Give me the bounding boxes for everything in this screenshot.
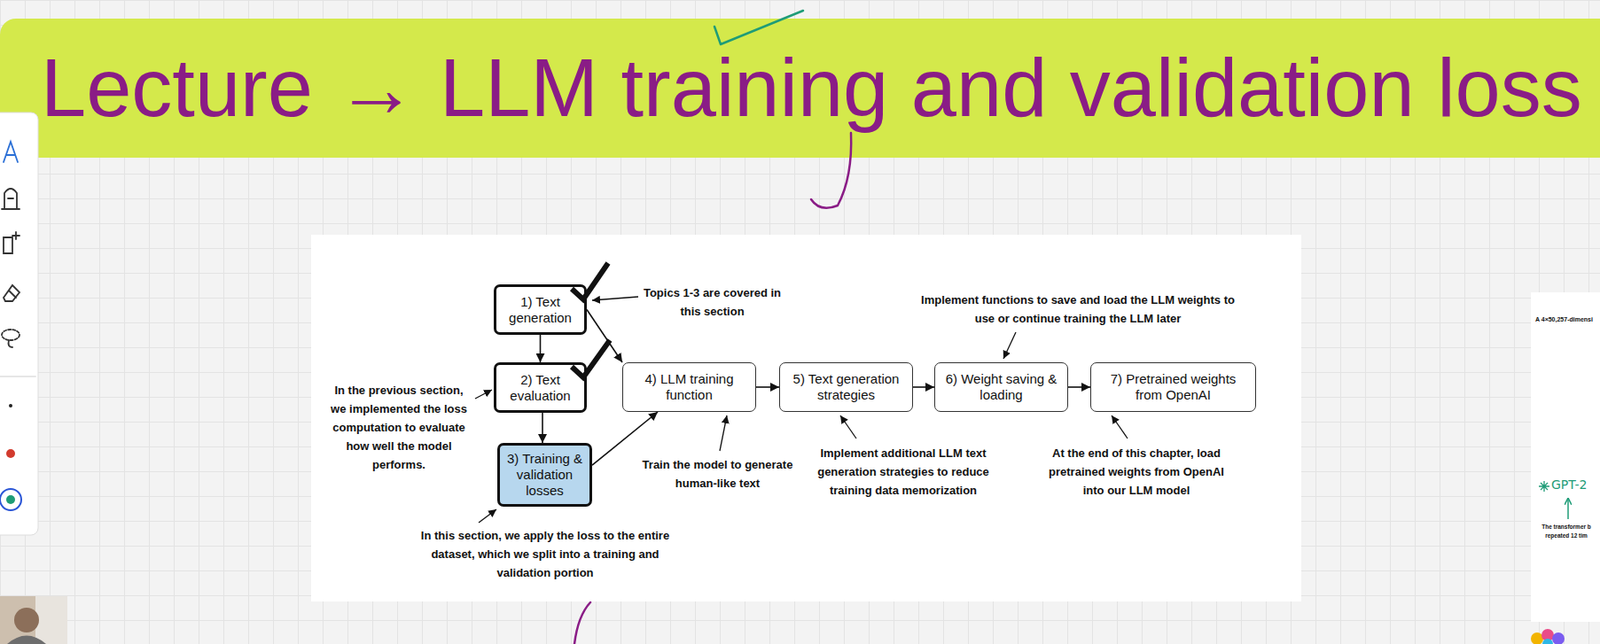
toolbar	[0, 112, 39, 536]
process-box: 5) Text generation strategies	[779, 362, 914, 413]
box-label: 6) Weight saving & loading	[940, 371, 1062, 404]
hand-check	[714, 10, 804, 45]
side-panel	[1530, 292, 1600, 623]
annotation: Topics 1-3 are covered in this section	[634, 283, 790, 321]
process-box: 1) Text generation	[493, 284, 587, 336]
side-note: GPT-2	[1551, 476, 1596, 493]
box-label: 7) Pretrained weights from OpenAI	[1096, 371, 1250, 404]
box-label: 2) Text evaluation	[501, 372, 579, 405]
side-note: The transformer b	[1532, 522, 1600, 531]
box-label: 5) Text generation strategies	[785, 371, 907, 404]
logo	[1530, 629, 1565, 644]
flow-arrow	[1068, 386, 1091, 389]
title-banner	[0, 18, 1600, 158]
done-check	[571, 263, 609, 300]
diagram-panel	[311, 234, 1302, 602]
process-box: 7) Pretrained weights from OpenAI	[1090, 362, 1257, 413]
flow-arrow	[913, 386, 935, 389]
box-label: 3) Training & validation losses	[505, 451, 585, 500]
side-note: repeated 12 tim	[1532, 531, 1600, 540]
hand-stroke	[811, 132, 851, 209]
annotation: Implement additional LLM text generation…	[806, 444, 1000, 500]
side-note: A 4×50,257-dimensi	[1535, 315, 1598, 324]
annotation: In this section, we apply the loss to th…	[407, 526, 683, 583]
done-check	[571, 340, 610, 378]
process-box: 6) Weight saving & loading	[934, 362, 1069, 413]
toolbar-icons	[0, 141, 36, 511]
flow-arrow	[592, 412, 658, 466]
flow-arrow	[756, 386, 780, 389]
process-box: 4) LLM training function	[622, 362, 757, 413]
flow-arrow	[541, 413, 544, 444]
annotation: Train the model to generate human-like t…	[640, 455, 796, 493]
star-mark	[1538, 481, 1550, 492]
box-label: 1) Text generation	[501, 294, 579, 327]
annotation: In the previous section, we implemented …	[326, 381, 472, 475]
webcam-thumbnail	[0, 596, 68, 644]
process-box: 2) Text evaluation	[493, 362, 587, 414]
flow-arrow	[586, 310, 623, 364]
hand-arrow	[1567, 498, 1569, 520]
hand-stroke	[574, 602, 591, 644]
flow-arrow	[539, 335, 542, 363]
annotation: Implement functions to save and load the…	[916, 290, 1240, 328]
title: Lecture → LLM training and validation lo…	[40, 46, 1583, 129]
annotation: At the end of this chapter, load pretrai…	[1042, 444, 1231, 500]
leader-lines	[475, 296, 1128, 523]
box-label: 4) LLM training function	[628, 371, 750, 404]
process-box: 3) Training & validation losses	[497, 443, 593, 508]
